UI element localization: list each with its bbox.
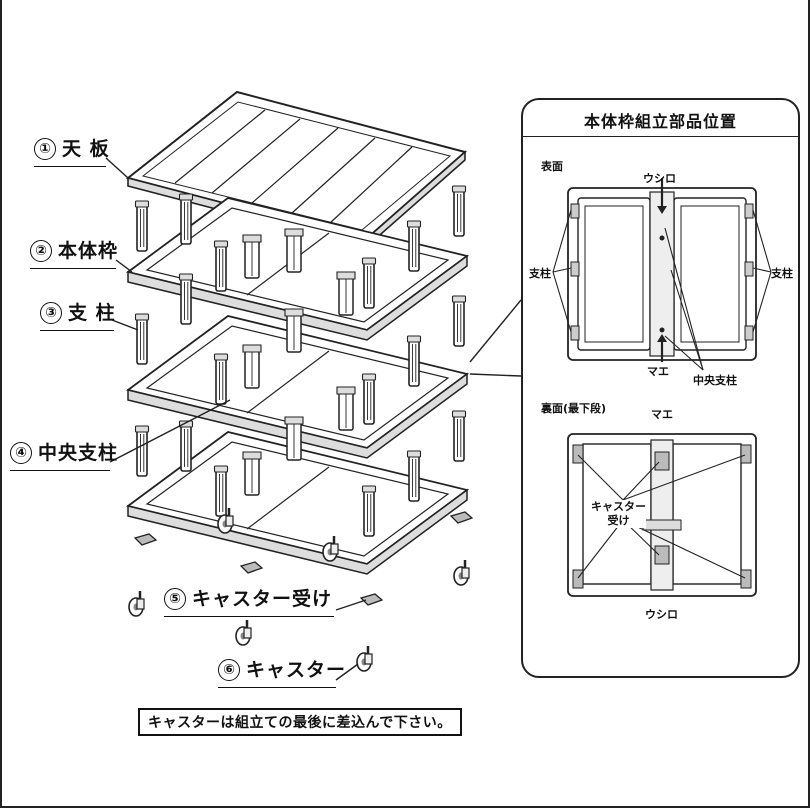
bottom-view-front-label: マエ xyxy=(651,408,673,421)
top-view-back-label: ウシロ xyxy=(643,172,676,185)
bottom-view-caster-receiver-label: キャスター 受け xyxy=(591,500,646,528)
part-label-center-post: ④ 中央支柱 xyxy=(10,438,119,471)
part-label-body-frame: ② 本体枠 xyxy=(30,236,119,269)
part-number: ③ xyxy=(40,302,62,324)
inset-divider xyxy=(523,136,798,137)
assembly-position-inset: 本体枠組立部品位置 xyxy=(521,98,800,678)
top-view-front-label: マエ xyxy=(647,365,669,378)
bottom-view-back-label: ウシロ xyxy=(645,608,678,621)
part-number: ⑥ xyxy=(218,659,240,681)
part-name: 中央支柱 xyxy=(38,442,119,464)
inset-diagrams xyxy=(552,178,772,597)
top-view-center-post-label: 中央支柱 xyxy=(693,374,737,387)
top-view-post-left-label: 支柱 xyxy=(529,267,551,280)
part-label-caster: ⑥ キャスター xyxy=(218,655,347,688)
bottom-view-drawing xyxy=(567,433,757,597)
top-view-caption: 表面 xyxy=(541,160,563,173)
inset-title: 本体枠組立部品位置 xyxy=(583,112,737,131)
assembly-note: キャスターは組立ての最後に差込んで下さい。 xyxy=(138,708,462,736)
part-number: ⑤ xyxy=(164,588,186,610)
bottom-view-caption: 裏面(最下段) xyxy=(541,402,607,415)
part-number: ① xyxy=(34,138,56,160)
part-name: キャスター xyxy=(246,659,347,681)
part-name: 本体枠 xyxy=(58,240,119,262)
part-number: ④ xyxy=(10,442,32,464)
part-label-post: ③ 支 柱 xyxy=(40,298,116,331)
part-name: キャスター受け xyxy=(192,588,333,610)
part-name: 支 柱 xyxy=(68,302,116,324)
part-name: 天 板 xyxy=(62,138,110,160)
leader-lines xyxy=(105,157,522,681)
part-number: ② xyxy=(30,240,52,262)
top-view-drawing xyxy=(552,178,772,371)
part-label-caster-receiver: ⑤ キャスター受け xyxy=(164,584,334,617)
part-label-top-plate: ① 天 板 xyxy=(34,134,110,167)
top-view-post-right-label: 支柱 xyxy=(771,267,793,280)
